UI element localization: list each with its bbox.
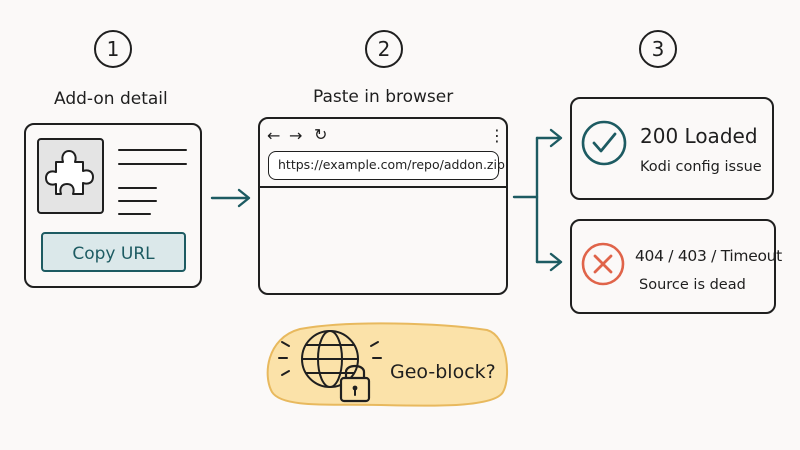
geo-block-label: Geo-block? <box>390 361 496 383</box>
step-title-2: Paste in browser <box>313 87 454 107</box>
browser-menu-icon[interactable]: ⋮ <box>489 126 505 145</box>
browser-url-input[interactable]: https://example.com/repo/addon.zip <box>268 151 505 180</box>
step-number-3: 3 <box>639 30 677 68</box>
reload-icon[interactable]: ↻ <box>314 125 328 144</box>
failure-status-subtitle: Source is dead <box>639 277 746 293</box>
addon-detail-card <box>24 123 202 288</box>
arrow-browser-to-results <box>512 128 563 272</box>
browser-window <box>258 117 508 295</box>
geo-block-blob <box>266 322 509 407</box>
success-status-title: 200 Loaded <box>640 124 758 148</box>
success-status-subtitle: Kodi config issue <box>640 159 762 175</box>
forward-icon[interactable]: → <box>289 126 303 145</box>
globe-lock-icon <box>278 330 382 403</box>
check-circle-icon <box>581 120 627 166</box>
arrow-card-to-browser <box>210 188 251 208</box>
result-success-card <box>570 97 774 200</box>
x-circle-icon <box>581 242 625 286</box>
step-number-1: 1 <box>94 30 132 68</box>
copy-url-button[interactable]: Copy URL <box>41 232 186 272</box>
puzzle-piece-icon <box>37 138 104 214</box>
failure-status-title: 404 / 403 / Timeout <box>635 247 782 265</box>
back-icon[interactable]: ← <box>267 126 281 145</box>
step-number-2: 2 <box>365 30 403 68</box>
detail-text-lines <box>118 149 187 215</box>
result-failure-card <box>570 219 776 314</box>
step-title-1: Add-on detail <box>54 89 168 109</box>
